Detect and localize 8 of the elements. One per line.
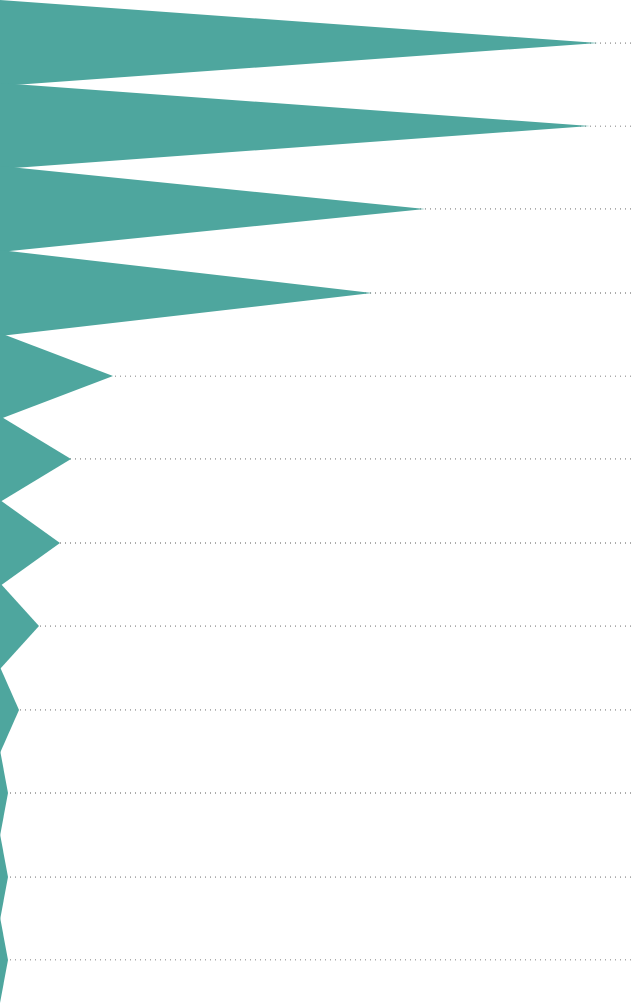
spike-triangle	[0, 416, 71, 502]
spike-triangle	[0, 750, 8, 836]
spike-triangle	[0, 667, 19, 753]
spike-triangle	[0, 583, 39, 669]
spike-triangle	[0, 917, 8, 1003]
spike-triangle	[0, 834, 8, 920]
spike-triangle	[0, 500, 60, 586]
spike-triangle	[0, 333, 113, 419]
